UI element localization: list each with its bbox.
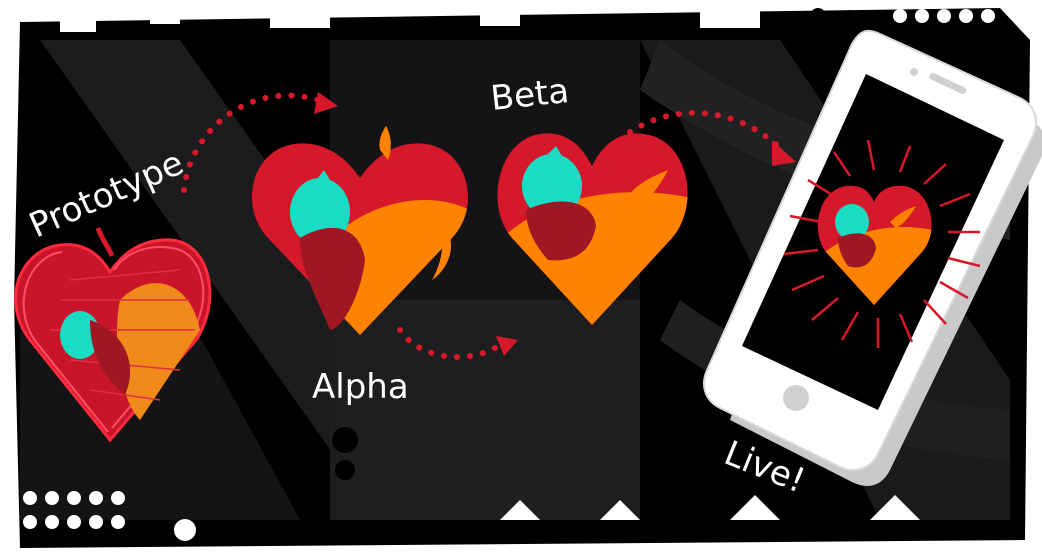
dot-pattern-top-right: [893, 9, 995, 23]
dot-pattern-top-left: [810, 8, 856, 24]
alpha-chili-body: [300, 227, 365, 330]
background-stripe: [330, 300, 640, 520]
prototype-chili-body: [90, 320, 131, 395]
arrowhead-icon: [496, 336, 518, 356]
dot-pattern-middle: [332, 427, 358, 480]
arrow-alpha-to-beta: [397, 327, 518, 360]
alpha-flame: [379, 126, 391, 160]
phone-speaker: [929, 72, 967, 94]
dotted-arrow-icon: [627, 109, 783, 151]
stage-label-beta: Beta: [489, 71, 571, 119]
prototype-heart-sketch: [22, 246, 205, 433]
arrowhead-icon: [314, 92, 338, 114]
rays-icon: [783, 139, 981, 348]
arrow-prototype-to-alpha: [181, 92, 338, 193]
beta-chili-body: [526, 201, 596, 261]
prototype-chili-top: [60, 311, 100, 359]
dotted-arrow-icon: [397, 327, 503, 360]
phone-home-button: [783, 385, 809, 411]
prototype-heart: [14, 227, 212, 443]
prototype-heart-orange: [116, 283, 200, 420]
arrow-beta-to-live: [627, 109, 796, 166]
stage-label-alpha: Alpha: [312, 367, 409, 407]
phone-camera: [910, 68, 918, 76]
torn-edge-top: [60, 10, 760, 32]
phone-chili-top: [835, 204, 869, 240]
phone-flame: [890, 206, 916, 228]
dotted-arrow-icon: [181, 92, 321, 193]
triangle-pattern-bottom: [500, 495, 920, 520]
beta-chili-stem: [548, 146, 562, 156]
phone-chili-body: [838, 233, 876, 268]
alpha-flame-side: [432, 220, 452, 280]
arrowhead-icon: [772, 140, 796, 166]
alpha-chili-stem: [318, 170, 330, 180]
phone: [703, 29, 1042, 486]
dot-pattern-bottom-left: [23, 491, 196, 541]
prototype-heart-scribble: [50, 269, 195, 401]
prototype-flame: [95, 227, 115, 257]
beta-flame: [628, 170, 668, 206]
